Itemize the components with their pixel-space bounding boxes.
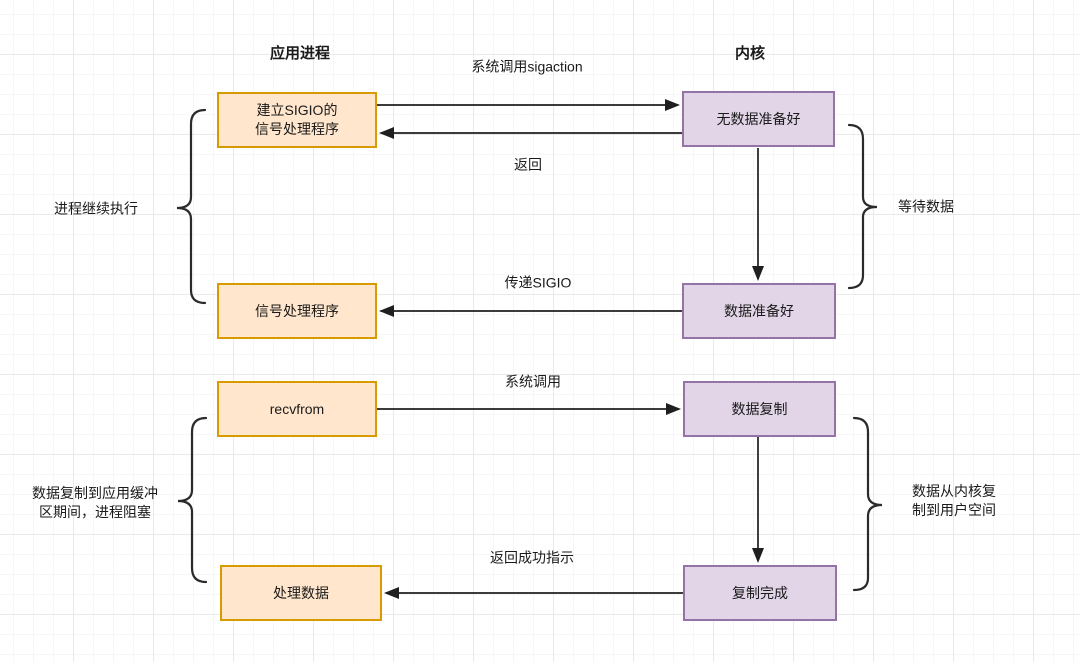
brace-process-blocked [177,416,208,584]
node-setup-sigio-handler: 建立SIGIO的 信号处理程序 [217,92,377,148]
node-data-copy: 数据复制 [683,381,836,437]
node-process-data: 处理数据 [220,565,382,621]
node-no-data-ready: 无数据准备好 [682,91,835,147]
brace-process-continues [176,108,207,305]
label-return: 返回 [514,156,542,173]
header-kernel: 内核 [734,45,766,62]
brace-kernel-to-user [852,416,883,592]
brace-wait-data [847,123,878,290]
node-recvfrom: recvfrom [217,381,377,437]
label-sigaction: 系统调用sigaction [471,58,583,75]
label-return-success: 返回成功指示 [490,549,574,566]
label-process-blocked: 数据复制到应用缓冲 区期间，进程阻塞 [32,485,158,520]
node-signal-handler: 信号处理程序 [217,283,377,339]
label-wait-data: 等待数据 [898,198,954,215]
label-kernel-to-user: 数据从内核复 制到用户空间 [912,483,996,518]
header-app-process: 应用进程 [269,45,331,62]
label-syscall: 系统调用 [505,373,561,390]
label-process-continues: 进程继续执行 [54,200,138,217]
node-data-ready: 数据准备好 [682,283,836,339]
label-deliver-sigio: 传递SIGIO [504,274,572,291]
node-copy-complete: 复制完成 [683,565,837,621]
